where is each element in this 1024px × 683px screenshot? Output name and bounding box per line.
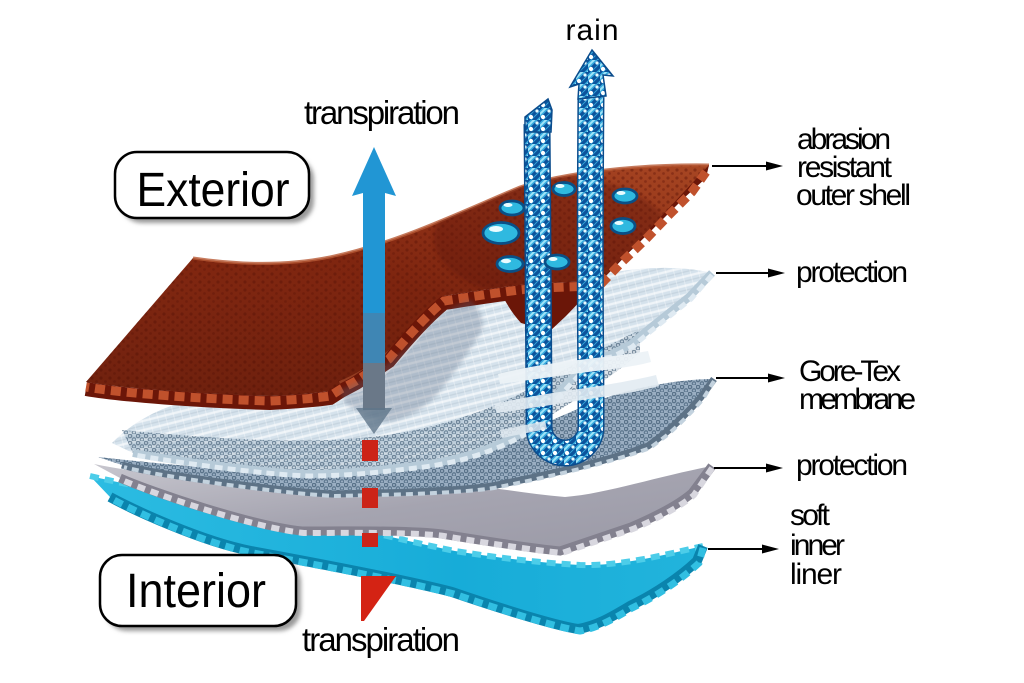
svg-text:Exterior: Exterior (137, 164, 290, 217)
svg-text:rain: rain (566, 14, 619, 47)
svg-text:membrane: membrane (799, 383, 916, 416)
svg-text:transpiration: transpiration (302, 621, 460, 658)
svg-text:protection: protection (796, 449, 908, 482)
svg-text:protection: protection (796, 256, 908, 289)
svg-text:Interior: Interior (126, 565, 266, 618)
svg-text:abrasion: abrasion (797, 123, 891, 156)
svg-text:liner: liner (790, 558, 842, 591)
svg-text:soft: soft (790, 499, 831, 532)
svg-text:inner: inner (790, 529, 845, 562)
svg-text:Gore-Tex: Gore-Tex (799, 355, 901, 388)
svg-text:outer shell: outer shell (796, 179, 911, 212)
svg-text:resistant: resistant (797, 151, 893, 184)
svg-text:transpiration: transpiration (304, 94, 460, 131)
